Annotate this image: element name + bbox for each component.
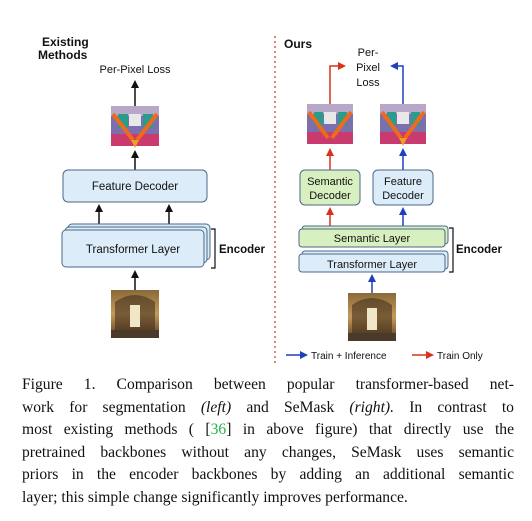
left-transformer-layer-label: Transformer Layer xyxy=(86,244,180,256)
caption-line-4-text: pretrained backbones without any changes… xyxy=(22,443,514,461)
left-loss-label: Per-Pixel Loss xyxy=(100,64,171,76)
right-panel: Ours Per- Pixel Loss Semantic xyxy=(284,37,503,362)
left-input-image xyxy=(111,290,159,338)
right-input-image xyxy=(348,293,396,341)
right-loss-line3: Loss xyxy=(356,77,380,89)
figure-caption: Figure 1. Comparison between popular tra… xyxy=(22,374,514,509)
caption-line-3: most existing methods ( [36] in above fi… xyxy=(22,419,514,442)
left-heading-line1: Existing xyxy=(42,35,89,49)
left-panel: Existing Methods Per-Pixel Loss Feature … xyxy=(38,35,266,338)
right-encoder-bracket xyxy=(449,227,454,273)
right-semantic-layer-label: Semantic Layer xyxy=(334,233,411,245)
caption-line-6-text: layer; this simple change significantly … xyxy=(22,488,408,506)
right-transformer-layer-label: Transformer Layer xyxy=(327,259,417,271)
left-feature-decoder-label: Feature Decoder xyxy=(92,181,178,193)
caption-line-1-text: Figure 1. Comparison between popular tra… xyxy=(22,376,514,393)
left-encoder-label: Encoder xyxy=(219,244,266,256)
caption-line-3-text-b: ] in above figure) that directly use the xyxy=(226,421,514,438)
right-semantic-map xyxy=(307,104,353,144)
figure-diagram: Existing Methods Per-Pixel Loss Feature … xyxy=(38,35,503,365)
caption-line-6: layer; this simple change significantly … xyxy=(22,487,514,510)
left-encoder-bracket xyxy=(211,228,216,269)
caption-line-5: priors in the encoder backbones by addin… xyxy=(22,464,514,487)
right-semantic-decoder-box xyxy=(299,169,361,206)
caption-line-2: work for segmentation (left) and SeMask … xyxy=(22,397,514,420)
caption-line-5-text: priors in the encoder backbones by addin… xyxy=(22,466,514,483)
caption-line-3-text-a: most existing methods ( [ xyxy=(22,421,211,438)
right-feature-decoder-line1: Feature xyxy=(384,176,422,188)
right-semantic-decoder-line2: Decoder xyxy=(309,190,351,202)
right-loss-line1: Per- xyxy=(358,47,379,59)
right-heading: Ours xyxy=(284,37,312,51)
right-feature-loss-arrow xyxy=(390,62,404,104)
right-feature-decoder-line2: Decoder xyxy=(382,190,424,202)
left-transformer-layer-stack xyxy=(61,223,211,268)
right-semantic-loss-arrow xyxy=(329,62,346,104)
caption-line-4: pretrained backbones without any changes… xyxy=(22,442,514,465)
caption-line-2-text-c: and SeMask xyxy=(231,398,350,416)
caption-right-italic: (right). xyxy=(349,398,395,416)
right-encoder-label: Encoder xyxy=(456,244,503,256)
caption-line-2-text-e: In contrast to xyxy=(394,398,514,416)
right-transformer-layer-stack xyxy=(298,250,449,273)
right-loss-line2: Pixel xyxy=(356,62,380,74)
citation-link[interactable]: 36 xyxy=(210,421,227,438)
right-feature-map xyxy=(380,104,426,146)
right-feature-decoder-box xyxy=(372,169,434,206)
caption-left-italic: (left) xyxy=(200,398,232,416)
caption-line-1: Figure 1. Comparison between popular tra… xyxy=(22,374,514,397)
legend: Train + Inference Train Only xyxy=(286,351,483,362)
left-segmentation-map xyxy=(111,106,159,148)
caption-line-2-text-a: work for segmentation xyxy=(22,398,201,416)
legend-red-label: Train Only xyxy=(437,351,483,362)
left-feature-decoder-box xyxy=(62,169,208,203)
legend-blue-label: Train + Inference xyxy=(311,351,387,362)
right-semantic-layer-stack xyxy=(298,225,449,248)
right-semantic-decoder-line1: Semantic xyxy=(307,176,353,188)
left-heading-line2: Methods xyxy=(38,48,88,62)
